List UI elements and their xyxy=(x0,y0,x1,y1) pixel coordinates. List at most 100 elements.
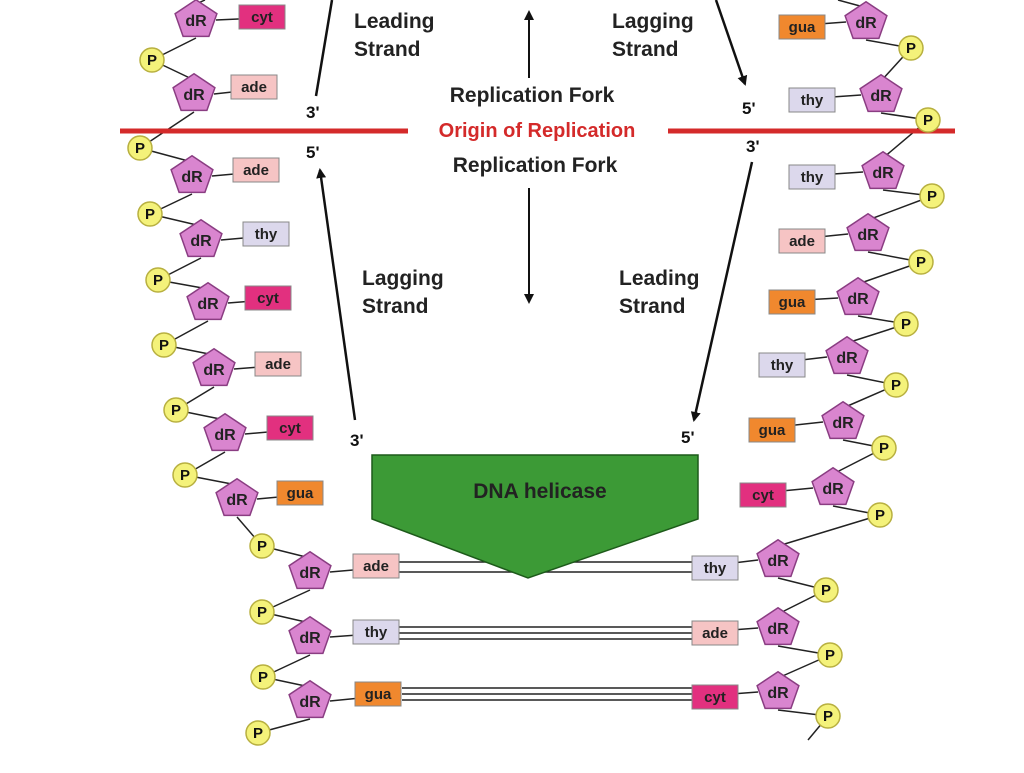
right-base-thy xyxy=(788,164,836,190)
lagging-bottom-strand-arrow xyxy=(316,168,357,421)
left-deoxyribose-sugar xyxy=(186,281,230,321)
left-deoxyribose-sugar xyxy=(215,477,259,517)
right-base-label: ade xyxy=(789,233,815,250)
right-phosphate xyxy=(893,311,919,337)
right-phosphate xyxy=(813,577,839,603)
left-phosphate xyxy=(245,720,271,746)
left-sugar-label: dR xyxy=(214,427,236,444)
left-base-thy xyxy=(352,619,400,645)
right-sugar-label: dR xyxy=(836,350,858,367)
lagging-top-strand-arrow xyxy=(714,0,748,86)
right-phosphate-label: P xyxy=(825,647,835,664)
right-base-ade xyxy=(778,228,826,254)
right-base-gua xyxy=(748,417,796,443)
right-deoxyribose-sugar xyxy=(846,212,890,252)
left-phosphate xyxy=(139,47,165,73)
left-deoxyribose-sugar xyxy=(288,615,332,655)
right-phosphate xyxy=(817,642,843,668)
right-sugar-label: dR xyxy=(855,15,877,32)
right-phosphate-label: P xyxy=(916,254,926,271)
right-backbone-link xyxy=(837,0,861,7)
left-sugar-label: dR xyxy=(181,169,203,186)
left-sugar-label: dR xyxy=(197,296,219,313)
right-deoxyribose-sugar xyxy=(811,466,855,506)
left-phosphate-label: P xyxy=(253,725,263,742)
right-phosphate xyxy=(908,249,934,275)
right-phosphate xyxy=(883,372,909,398)
left-phosphate xyxy=(145,267,171,293)
right-base-thy xyxy=(788,87,836,113)
bond-pair-3 xyxy=(402,687,693,701)
left-base-label: cyt xyxy=(251,9,273,26)
right-base-gua xyxy=(778,14,826,40)
left-phosphate-label: P xyxy=(135,140,145,157)
right-phosphate-label: P xyxy=(879,440,889,457)
left-sugar-label: dR xyxy=(203,362,225,379)
right-phosphate xyxy=(867,502,893,528)
left-phosphate-label: P xyxy=(145,206,155,223)
left-base-label: cyt xyxy=(279,420,301,437)
left-phosphate-label: P xyxy=(171,402,181,419)
right-deoxyribose-sugar xyxy=(756,670,800,710)
left-phosphate-label: P xyxy=(153,272,163,289)
right-phosphate-label: P xyxy=(891,377,901,394)
left-phosphate-label: P xyxy=(147,52,157,69)
right-base-label: gua xyxy=(779,294,806,311)
right-base-label: cyt xyxy=(752,487,774,504)
right-deoxyribose-sugar xyxy=(756,538,800,578)
right-base-thy xyxy=(691,555,739,581)
dna-helicase-label: DNA helicase xyxy=(473,480,606,503)
left-sugar-label: dR xyxy=(183,87,205,104)
left-phosphate xyxy=(137,201,163,227)
right-sugar-label: dR xyxy=(767,621,789,638)
right-base-label: thy xyxy=(801,92,824,109)
left-base-thy xyxy=(242,221,290,247)
left-phosphate-label: P xyxy=(159,337,169,354)
right-phosphate xyxy=(815,703,841,729)
right-sugar-label: dR xyxy=(767,553,789,570)
right-phosphate-label: P xyxy=(901,316,911,333)
leading-top-strand-line xyxy=(314,0,334,97)
right-sugar-label: dR xyxy=(872,165,894,182)
right-deoxyribose-sugar xyxy=(825,335,869,375)
prime-3-left-top: 3' xyxy=(306,103,320,122)
left-base-label: ade xyxy=(265,356,291,373)
prime-3-left-bottom: 3' xyxy=(350,431,364,450)
right-backbone-link xyxy=(777,514,881,547)
left-base-cyt xyxy=(266,415,314,441)
right-sugar-label: dR xyxy=(857,227,879,244)
left-deoxyribose-sugar xyxy=(192,347,236,387)
left-base-ade xyxy=(230,74,278,100)
right-base-ade xyxy=(691,620,739,646)
left-base-label: thy xyxy=(255,226,278,243)
left-phosphate-label: P xyxy=(257,604,267,621)
left-base-label: ade xyxy=(241,79,267,96)
right-phosphate xyxy=(871,435,897,461)
left-phosphate-label: P xyxy=(257,538,267,555)
right-deoxyribose-sugar xyxy=(836,276,880,316)
right-sugar-label: dR xyxy=(870,88,892,105)
right-phosphate-label: P xyxy=(927,188,937,205)
right-deoxyribose-sugar xyxy=(821,400,865,440)
right-phosphate-label: P xyxy=(823,708,833,725)
left-sugar-label: dR xyxy=(299,565,321,582)
nucleotide-layer: PPPPPPPPPPPPPPPPPPPPPPdRdRdRdRdRdRdRdRdR… xyxy=(127,0,945,746)
left-deoxyribose-sugar xyxy=(288,550,332,590)
right-phosphate xyxy=(915,107,941,133)
left-base-ade xyxy=(352,553,400,579)
left-phosphate xyxy=(172,462,198,488)
left-phosphate xyxy=(250,664,276,690)
right-base-label: ade xyxy=(702,625,728,642)
right-base-label: thy xyxy=(704,560,727,577)
left-base-cyt xyxy=(244,285,292,311)
left-phosphate-label: P xyxy=(258,669,268,686)
origin-of-replication-label: Origin of Replication xyxy=(439,120,636,142)
right-base-label: cyt xyxy=(704,689,726,706)
right-deoxyribose-sugar xyxy=(844,0,888,40)
left-deoxyribose-sugar xyxy=(288,679,332,719)
left-base-ade xyxy=(232,157,280,183)
prime-3-right-mid: 3' xyxy=(746,137,760,156)
